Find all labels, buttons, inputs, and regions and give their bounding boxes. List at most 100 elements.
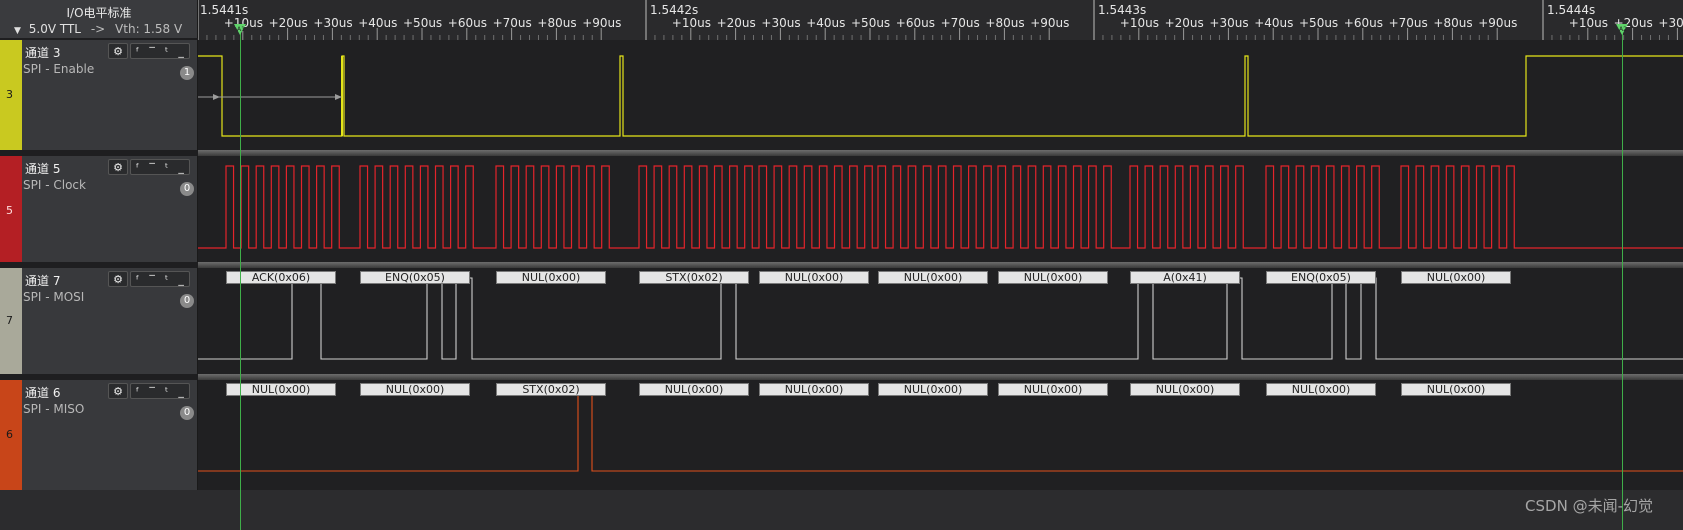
falling-edge-icon[interactable]: ᵗ	[165, 45, 169, 58]
timing-cursor-b[interactable]	[1622, 24, 1623, 530]
channel-row-7: 7 通道 7 SPI - MOSI ⚙ ᶠ ‾ ᵗ _ 0 ACK(0x06) E…	[0, 268, 1683, 374]
high-level-icon[interactable]: ‾	[149, 385, 155, 398]
gear-icon[interactable]: ⚙	[108, 159, 128, 175]
channel-number: 6	[6, 428, 13, 441]
gear-icon[interactable]: ⚙	[108, 383, 128, 399]
decoded-byte[interactable]: NUL(0x00)	[1401, 383, 1511, 396]
decoded-byte[interactable]: ENQ(0x05)	[1266, 271, 1376, 284]
decoded-byte[interactable]: NUL(0x00)	[1130, 383, 1240, 396]
ruler-tick-label: +90us	[1030, 16, 1070, 30]
channel-panel: 6 通道 6 SPI - MISO ⚙ ᶠ ‾ ᵗ _ 0	[0, 380, 198, 490]
waveform-area[interactable]	[198, 156, 1683, 262]
high-level-icon[interactable]: ‾	[149, 161, 155, 174]
ruler-major-label: 1.5442s	[650, 3, 699, 17]
high-level-icon[interactable]: ‾	[149, 45, 155, 58]
io-level-value: 5.0V TTL	[28, 22, 81, 36]
decoded-byte[interactable]: NUL(0x00)	[759, 271, 869, 284]
trigger-buttons[interactable]: ᶠ ‾ ᵗ _	[130, 159, 190, 175]
trigger-buttons[interactable]: ᶠ ‾ ᵗ _	[130, 383, 190, 399]
decoded-byte[interactable]: NUL(0x00)	[1401, 271, 1511, 284]
waveform-area[interactable]	[198, 40, 1683, 150]
channel-name[interactable]: 通道 7	[25, 274, 61, 288]
channel-color-strip: 3	[0, 40, 22, 150]
ruler-tick-label: +50us	[403, 16, 443, 30]
ruler-tick-label: +70us	[940, 16, 980, 30]
ruler-tick-label: +60us	[447, 16, 487, 30]
low-level-icon[interactable]: _	[178, 161, 184, 174]
ruler-major-label: 1.5441s	[200, 3, 249, 17]
rising-edge-icon[interactable]: ᶠ	[136, 45, 140, 58]
triangle-down-icon: ▼	[14, 26, 21, 36]
high-level-icon[interactable]: ‾	[149, 273, 155, 286]
io-level-selector[interactable]: ▼ 5.0V TTL -> Vth: 1.58 V	[14, 22, 182, 36]
channel-divider[interactable]	[198, 262, 1683, 268]
channel-divider[interactable]	[198, 150, 1683, 156]
channel-row-6: 6 通道 6 SPI - MISO ⚙ ᶠ ‾ ᵗ _ 0 NUL(0x00)N…	[0, 380, 1683, 490]
channel-badge: 0	[180, 294, 194, 308]
channel-analyzer-label: SPI - Clock	[23, 178, 86, 192]
channel-panel: 7 通道 7 SPI - MOSI ⚙ ᶠ ‾ ᵗ _ 0	[0, 268, 198, 374]
channel-analyzer-label: SPI - MOSI	[23, 290, 85, 304]
svg-text:A1: A1	[237, 26, 245, 33]
waveform-area[interactable]: NUL(0x00) NUL(0x00) STX(0x02) NUL(0x00) NUL(…	[198, 380, 1683, 490]
ruler-ticks	[198, 0, 1678, 40]
decoded-byte[interactable]: NUL(0x00)	[360, 383, 470, 396]
channel-number: 3	[6, 88, 13, 101]
decoded-byte[interactable]: NUL(0x00)	[878, 271, 988, 284]
ruler-tick-label: +60us	[895, 16, 935, 30]
gear-icon[interactable]: ⚙	[108, 43, 128, 59]
ruler-tick-label: +20us	[268, 16, 308, 30]
falling-edge-icon[interactable]: ᵗ	[165, 385, 169, 398]
cursor-b-flag-icon[interactable]: A2	[1616, 24, 1628, 36]
decoded-byte[interactable]: A(0x41)	[1130, 271, 1240, 284]
channel-name[interactable]: 通道 6	[25, 386, 61, 400]
bottom-bar	[0, 490, 1683, 530]
decoded-byte[interactable]: NUL(0x00)	[496, 271, 606, 284]
decoded-byte[interactable]: ACK(0x06)	[226, 271, 336, 284]
rising-edge-icon[interactable]: ᶠ	[136, 385, 140, 398]
low-level-icon[interactable]: _	[178, 385, 184, 398]
decoded-byte[interactable]: NUL(0x00)	[759, 383, 869, 396]
decoded-byte[interactable]: NUL(0x00)	[639, 383, 749, 396]
decoded-byte[interactable]: NUL(0x00)	[878, 383, 988, 396]
decoded-byte[interactable]: STX(0x02)	[639, 271, 749, 284]
waveform-area[interactable]: ACK(0x06) ENQ(0x05) NUL(0x00) STX(0x02) NUL(…	[198, 268, 1683, 374]
waveform-enable	[198, 55, 1683, 137]
rising-edge-icon[interactable]: ᶠ	[136, 161, 140, 174]
ruler-tick-label: +80us	[537, 16, 577, 30]
decoded-byte[interactable]: STX(0x02)	[496, 383, 606, 396]
decoded-byte[interactable]: NUL(0x00)	[998, 271, 1108, 284]
ruler-tick-label: +90us	[582, 16, 622, 30]
time-ruler[interactable]: 1.5441s+10us+20us+30us+40us+50us+60us+70…	[198, 0, 1683, 41]
decoded-byte[interactable]: ENQ(0x05)	[360, 271, 470, 284]
io-level-title: I/O电平标准	[66, 6, 132, 20]
channel-name[interactable]: 通道 3	[25, 46, 61, 60]
ruler-tick-label: +10us	[223, 16, 263, 30]
timing-cursor-a[interactable]	[240, 24, 241, 530]
rising-edge-icon[interactable]: ᶠ	[136, 273, 140, 286]
decoded-byte[interactable]: NUL(0x00)	[1266, 383, 1376, 396]
ruler-tick-label: +20us	[716, 16, 756, 30]
io-level-panel: I/O电平标准 ▼ 5.0V TTL -> Vth: 1.58 V	[0, 0, 198, 38]
vth-value: Vth: 1.58 V	[115, 22, 183, 36]
trigger-buttons[interactable]: ᶠ ‾ ᵗ _	[130, 43, 190, 59]
ruler-tick-label: +10us	[1119, 16, 1159, 30]
ruler-tick-label: +50us	[1299, 16, 1339, 30]
decoded-byte[interactable]: NUL(0x00)	[998, 383, 1108, 396]
ruler-tick-label: +70us	[1388, 16, 1428, 30]
cursor-a-flag-icon[interactable]: A1	[234, 24, 246, 36]
falling-edge-icon[interactable]: ᵗ	[165, 273, 169, 286]
ruler-tick-label: +60us	[1343, 16, 1383, 30]
channel-divider[interactable]	[198, 374, 1683, 380]
low-level-icon[interactable]: _	[178, 45, 184, 58]
channel-name[interactable]: 通道 5	[25, 162, 61, 176]
falling-edge-icon[interactable]: ᵗ	[165, 161, 169, 174]
enable-signal	[198, 55, 1683, 137]
ruler-tick-label: +30us	[761, 16, 801, 30]
decoded-byte[interactable]: NUL(0x00)	[226, 383, 336, 396]
channel-color-strip: 7	[0, 268, 22, 374]
trigger-buttons[interactable]: ᶠ ‾ ᵗ _	[130, 271, 190, 287]
gear-icon[interactable]: ⚙	[108, 271, 128, 287]
low-level-icon[interactable]: _	[178, 273, 184, 286]
channel-badge: 0	[180, 406, 194, 420]
